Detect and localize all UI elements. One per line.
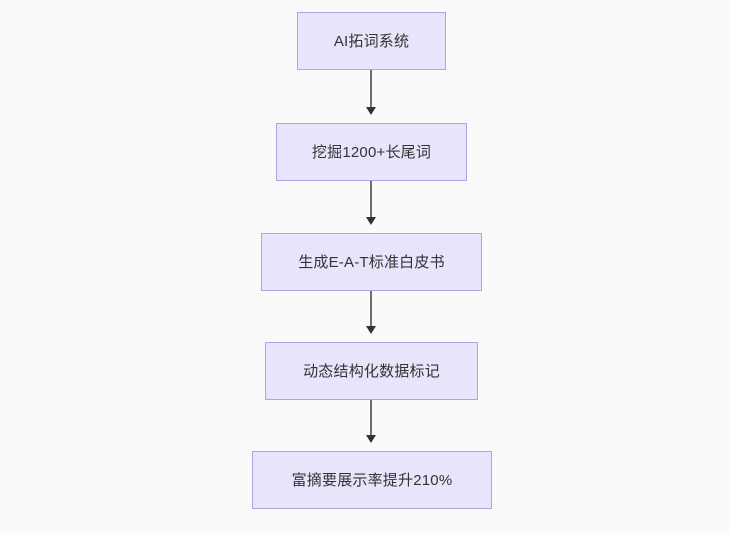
flow-node-ai-keyword-system[interactable]: AI拓词系统 <box>297 12 446 70</box>
flow-node-dynamic-structured-data-markup[interactable]: 动态结构化数据标记 <box>265 342 478 400</box>
arrowhead-icon <box>366 435 376 443</box>
flow-node-label: 富摘要展示率提升210% <box>291 471 453 489</box>
flow-node-mine-longtail-keywords[interactable]: 挖掘1200+长尾词 <box>276 123 467 181</box>
edge-line <box>370 400 372 435</box>
edge-line <box>370 291 372 326</box>
arrowhead-icon <box>366 107 376 115</box>
flow-node-label: 动态结构化数据标记 <box>303 362 440 380</box>
edge-line <box>370 181 372 217</box>
flow-node-label: AI拓词系统 <box>333 32 410 50</box>
flow-node-label: 生成E-A-T标准白皮书 <box>298 253 445 271</box>
flow-node-rich-snippet-impression-uplift[interactable]: 富摘要展示率提升210% <box>252 451 492 509</box>
arrowhead-icon <box>366 217 376 225</box>
edge-line <box>370 70 372 107</box>
flow-node-label: 挖掘1200+长尾词 <box>311 143 432 161</box>
arrowhead-icon <box>366 326 376 334</box>
flow-node-generate-eat-whitepaper[interactable]: 生成E-A-T标准白皮书 <box>261 233 482 291</box>
